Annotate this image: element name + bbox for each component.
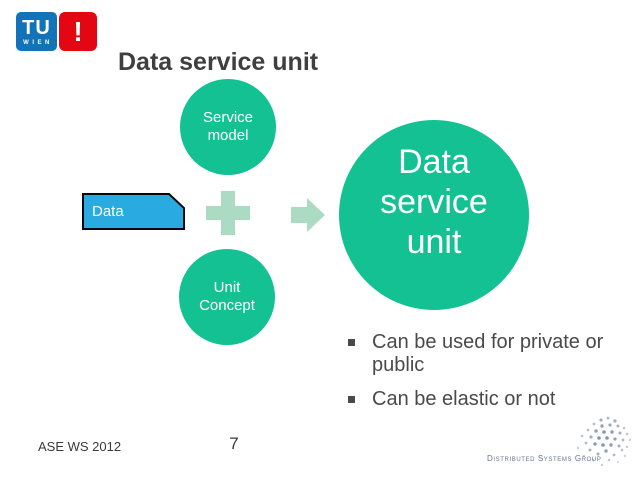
service-model-label: Service model: [202, 108, 254, 144]
dsg-dots-icon: [576, 416, 632, 467]
data-card-outline: [82, 193, 185, 230]
unit-concept-label: Unit Concept: [199, 278, 255, 314]
distributed-systems-group-logo: Distributed Systems Group: [487, 412, 633, 474]
plus-icon: [206, 191, 250, 235]
square-bullet-icon: [348, 339, 355, 346]
slide-title: Data service unit: [118, 47, 319, 76]
unit-concept-circle: Unit Concept: [179, 249, 275, 345]
wien-logo-text: WIEN: [23, 39, 53, 46]
dsg-group-name: Distributed Systems Group: [487, 454, 602, 463]
arrow-right-icon: [291, 197, 325, 233]
bullet-text: Can be used for private or public: [372, 331, 604, 377]
footer-course-label: ASE WS 2012: [38, 439, 122, 454]
data-service-unit-label: Data service unit: [380, 143, 488, 261]
data-card-shape: Data: [82, 193, 185, 230]
exclamation-icon: !: [73, 15, 83, 47]
slide-page-number: 7: [229, 434, 239, 453]
service-model-circle: Service model: [180, 79, 276, 175]
bullet-list: Can be used for private or public Can be…: [340, 331, 618, 412]
square-bullet-icon: [348, 396, 355, 404]
bullet-item: Can be used for private or public: [340, 331, 618, 377]
bullet-item: Can be elastic or not: [340, 388, 618, 411]
tu-wien-blue-badge: TU WIEN: [16, 12, 57, 51]
tu-wien-logo: TU WIEN !: [16, 12, 97, 51]
data-service-unit-circle: Data service unit: [339, 120, 529, 310]
informatics-exclamation-badge: !: [59, 12, 97, 51]
data-card-label: Data: [92, 203, 124, 220]
tu-logo-text: TU: [22, 16, 51, 39]
bullet-text: Can be elastic or not: [372, 388, 556, 411]
